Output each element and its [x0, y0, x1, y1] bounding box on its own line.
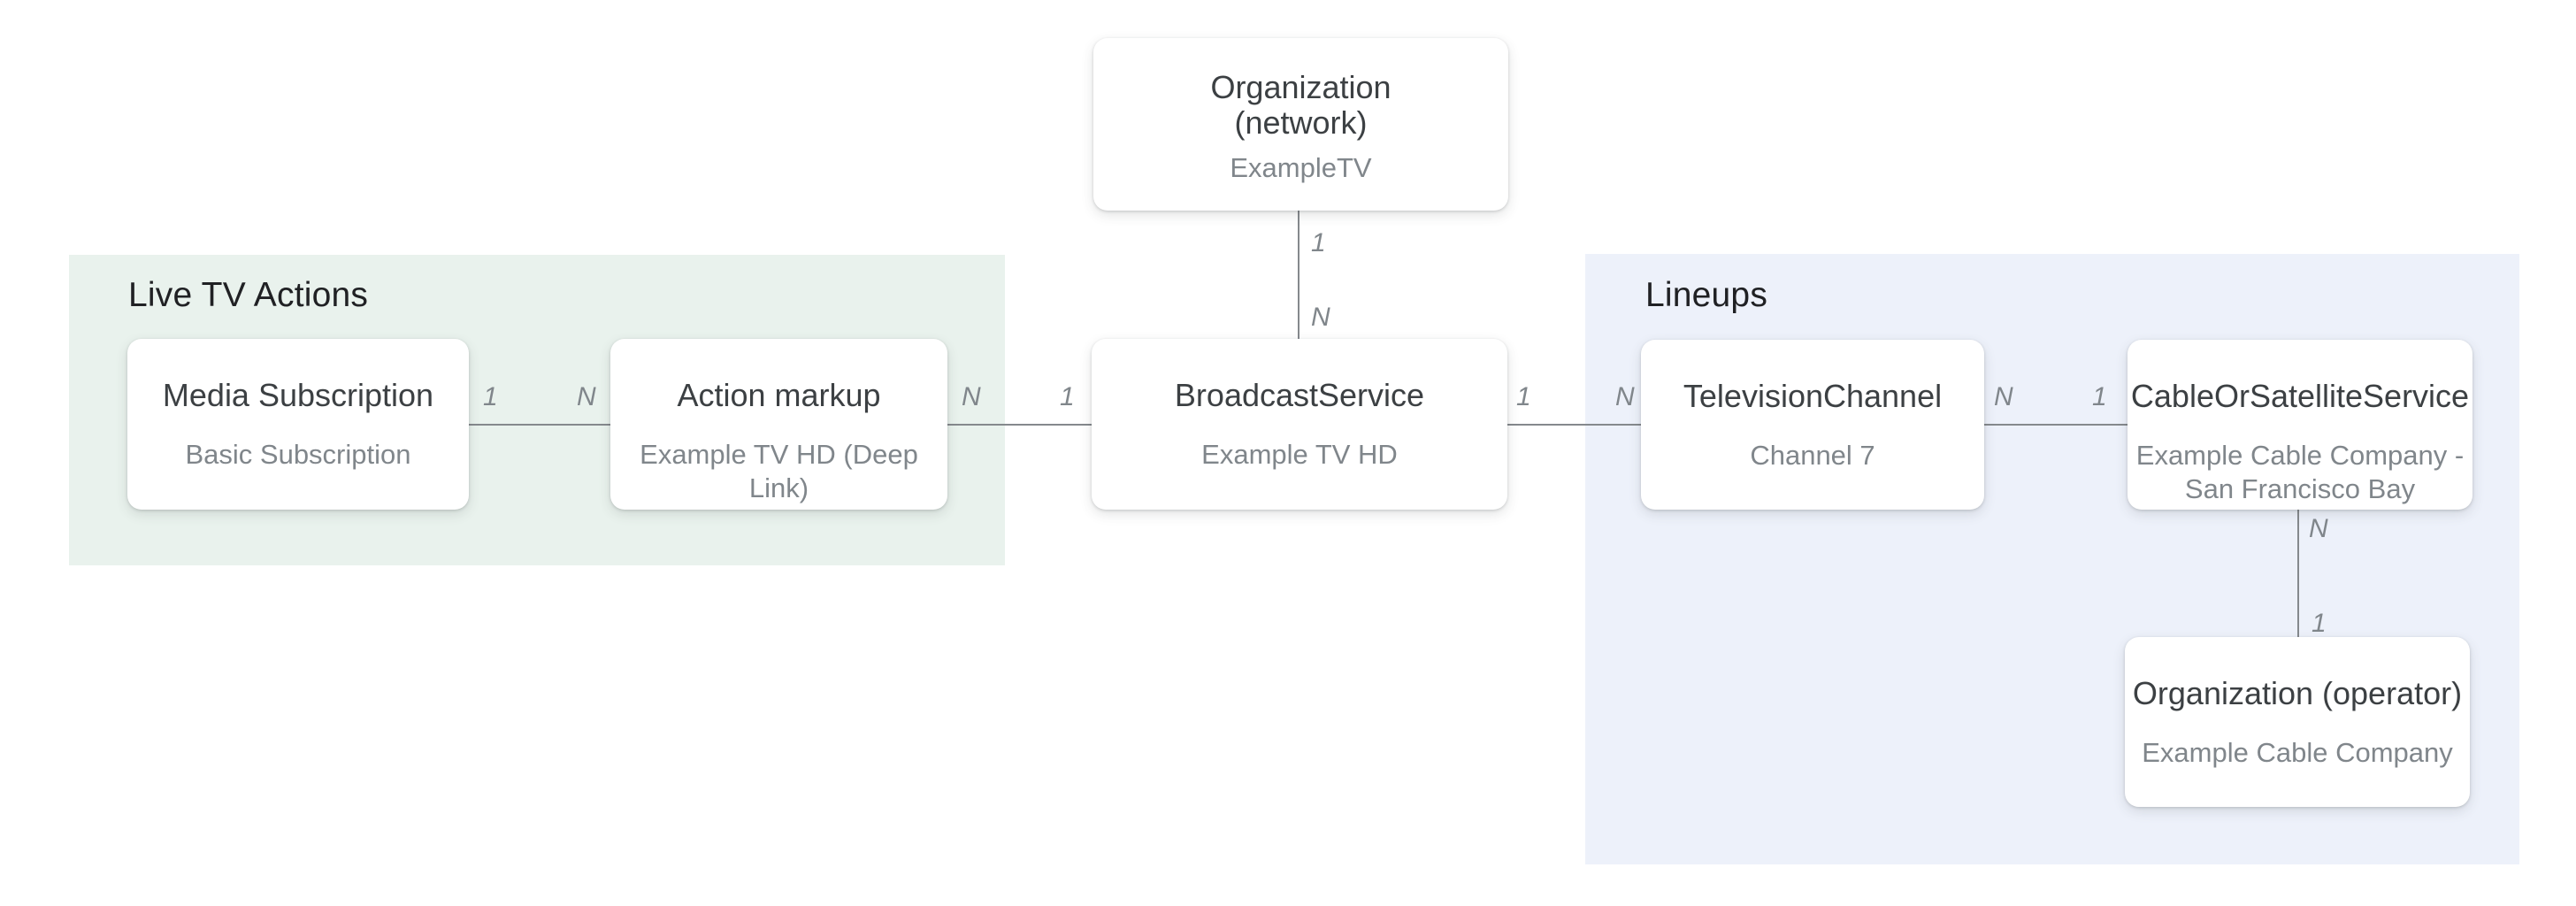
group-title-lineups: Lineups — [1645, 276, 1768, 314]
node-television-channel: TelevisionChannel Channel 7 — [1641, 340, 1984, 510]
node-action-markup: Action markup Example TV HD (Deep Link) — [610, 339, 947, 510]
node-title: CableOrSatelliteService — [2130, 378, 2470, 414]
cardinality-label: N — [1994, 382, 2013, 411]
node-subtitle: Channel 7 — [1750, 440, 1875, 471]
node-subtitle: Example Cable Company - San Francisco Ba… — [2135, 440, 2465, 504]
connector-broadcast-channel — [1504, 424, 1644, 426]
node-subtitle: Example TV HD — [1201, 439, 1398, 470]
node-title: Action markup — [677, 377, 881, 413]
cardinality-label: 1 — [1060, 382, 1075, 411]
cardinality-label: 1 — [483, 382, 498, 411]
connector-subscription-action — [465, 424, 614, 426]
cardinality-label: 1 — [1311, 228, 1326, 257]
cardinality-label: 1 — [2312, 609, 2327, 638]
node-subtitle: Example TV HD (Deep Link) — [640, 439, 918, 503]
node-organization-operator: Organization (operator) Example Cable Co… — [2125, 637, 2470, 807]
node-organization-network: Organization (network) ExampleTV — [1093, 38, 1508, 211]
node-subtitle: Basic Subscription — [185, 439, 411, 470]
connector-channel-cable — [1982, 424, 2130, 426]
connector-network-broadcast — [1298, 211, 1300, 340]
node-title: Media Subscription — [162, 377, 434, 413]
group-title-live-tv-actions: Live TV Actions — [128, 276, 369, 314]
cardinality-label: N — [1615, 382, 1635, 411]
cardinality-label: N — [962, 382, 981, 411]
cardinality-label: N — [577, 382, 596, 411]
node-media-subscription: Media Subscription Basic Subscription — [127, 339, 469, 510]
node-title: BroadcastService — [1174, 377, 1425, 413]
node-subtitle: ExampleTV — [1230, 152, 1372, 183]
node-subtitle: Example Cable Company — [2142, 737, 2453, 768]
node-title: Organization (network) — [1210, 69, 1392, 141]
node-title: Organization (operator) — [2132, 675, 2463, 711]
node-broadcast-service: BroadcastService Example TV HD — [1092, 339, 1507, 510]
node-cable-or-satellite-service: CableOrSatelliteService Example Cable Co… — [2128, 340, 2472, 510]
cardinality-label: 1 — [1516, 382, 1531, 411]
cardinality-label: N — [1311, 303, 1330, 332]
node-title: TelevisionChannel — [1683, 378, 1943, 414]
connector-cable-operator — [2297, 508, 2299, 639]
cardinality-label: 1 — [2092, 382, 2107, 411]
cardinality-label: N — [2309, 514, 2328, 543]
connector-action-broadcast — [944, 424, 1095, 426]
